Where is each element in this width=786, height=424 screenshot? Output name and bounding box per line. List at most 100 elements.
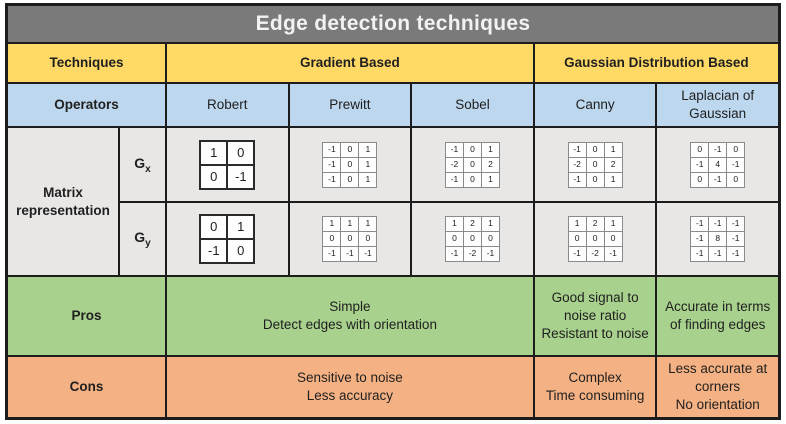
text-line: No orientation: [675, 396, 760, 412]
text-line: Accurate in terms of finding edges: [665, 299, 771, 332]
matrix-cell: 0: [726, 141, 746, 158]
matrix-cell: 0: [603, 231, 623, 247]
operator-robert: Robert: [167, 84, 288, 126]
text-line: Less accurate at corners: [668, 361, 768, 395]
matrix-cell: -1: [322, 141, 342, 158]
matrix-cell: 0: [199, 163, 229, 190]
techniques-header: Techniques: [8, 44, 165, 82]
operator-laplacian: Laplacian of Gaussian: [657, 84, 778, 126]
pros-header: Pros: [8, 277, 165, 355]
matrix-cell: -1: [690, 156, 710, 173]
matrix-cell: 1: [480, 216, 500, 232]
gradient-based-header: Gradient Based: [167, 44, 533, 82]
matrix-cell: -1: [726, 156, 746, 173]
gy-row-label: Gy: [120, 203, 165, 275]
matrix-cell: 0: [585, 156, 605, 173]
text-line: Time consuming: [545, 388, 645, 403]
matrix-cell: -1: [690, 231, 710, 247]
matrix-cell: -1: [603, 246, 623, 262]
matrix-cell: 0: [462, 156, 482, 173]
matrix-cell: -1: [726, 246, 746, 262]
matrix-cell: 1: [226, 214, 256, 240]
matrix-cell: 1: [603, 141, 623, 158]
matrix-cell: 1: [340, 216, 360, 232]
table-title: Edge detection techniques: [8, 6, 778, 42]
matrix-cell: -1: [322, 171, 342, 188]
matrix-cell: -1: [444, 171, 464, 188]
matrix-cell: 1: [358, 141, 378, 158]
matrix-cell: 0: [340, 231, 360, 247]
text-line: Sensitive to noise: [296, 370, 403, 386]
matrix-cell: -1: [567, 141, 587, 158]
matrix-cell: 0: [340, 156, 360, 173]
matrix-cell: -2: [567, 156, 587, 173]
gaussian-based-header: Gaussian Distribution Based: [534, 44, 778, 82]
matrix-cell: -1: [226, 163, 256, 190]
matrix-cell: 0: [690, 141, 710, 158]
matrix-cell: -1: [358, 246, 378, 262]
operator-prewitt: Prewitt: [289, 84, 411, 126]
matrix-cell: 4: [708, 156, 728, 173]
matrix-cell: -1: [726, 231, 746, 247]
matrix-cell: 1: [444, 216, 464, 232]
matrix-cell: 2: [585, 216, 605, 232]
matrix-cell: -2: [585, 246, 605, 262]
matrix-cell: -1: [444, 141, 464, 158]
matrix-cell: 0: [462, 141, 482, 158]
matrix-cell: 1: [567, 216, 587, 232]
matrix-cell: 1: [603, 216, 623, 232]
matrix-cell: 1: [322, 216, 342, 232]
matrix-cell: -2: [462, 246, 482, 262]
matrix-cell: 0: [340, 171, 360, 188]
matrix-cell: 1: [199, 139, 229, 166]
text-line: Less accuracy: [306, 388, 394, 403]
operator-sobel: Sobel: [412, 84, 533, 126]
matrix-cell: -1: [322, 156, 342, 173]
matrix-cell: -1: [444, 246, 464, 262]
matrix-cell: 0: [567, 231, 587, 247]
text-line: Resistant to noise: [541, 325, 649, 341]
matrix-cell: 0: [226, 139, 256, 166]
matrix-cell: -1: [340, 246, 360, 262]
matrix-cell: -1: [726, 216, 746, 232]
text-line: Good signal to noise ratio: [551, 290, 639, 324]
matrix-cell: -1: [708, 171, 728, 188]
matrix-cell: -1: [708, 141, 728, 158]
matrix-cell: 1: [480, 141, 500, 158]
matrix-cell: -1: [690, 246, 710, 262]
matrix-cell: -1: [690, 216, 710, 232]
operators-header: Operators: [8, 84, 165, 126]
matrix-cell: 1: [358, 216, 378, 232]
matrix-cell: -1: [567, 246, 587, 262]
matrix-cell: 0: [585, 171, 605, 188]
text-line: Simple: [329, 299, 371, 315]
matrix-cell: 0: [585, 141, 605, 158]
edge-detection-table: Edge detection techniques Techniques Gra…: [5, 3, 781, 420]
matrix-cell: 1: [358, 156, 378, 173]
matrix-cell: 0: [358, 231, 378, 247]
matrix-cell: 0: [585, 231, 605, 247]
matrix-cell: -2: [444, 156, 464, 173]
gy-label-text: Gy: [134, 229, 151, 249]
matrix-cell: -1: [708, 246, 728, 262]
